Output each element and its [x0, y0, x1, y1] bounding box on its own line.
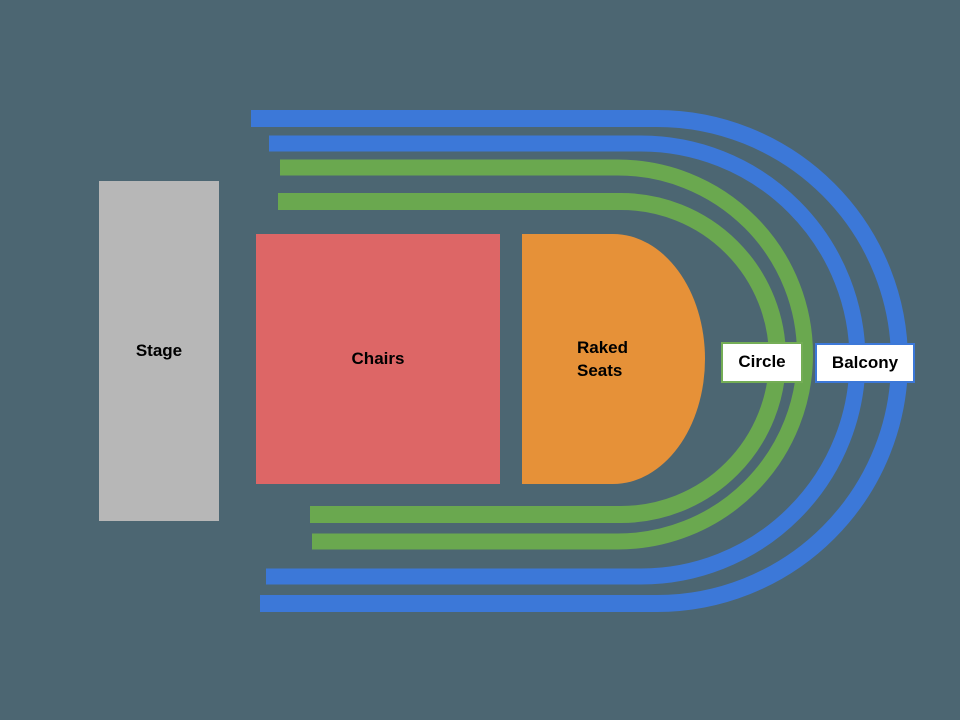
- chairs-section[interactable]: Chairs: [256, 234, 500, 484]
- chairs-label: Chairs: [351, 348, 405, 368]
- balcony-section-label-box[interactable]: Balcony: [815, 343, 915, 383]
- raked-seats-label: Raked Seats: [577, 338, 629, 380]
- stage-label: Stage: [135, 340, 183, 360]
- balcony-label: Balcony: [831, 352, 899, 372]
- raked-seats-section[interactable]: Raked Seats: [522, 234, 705, 484]
- circle-section-label-box[interactable]: Circle: [721, 342, 803, 383]
- circle-label: Circle: [738, 352, 786, 372]
- circle-outer-ring-arc[interactable]: [280, 159, 813, 550]
- stage-section: Stage: [99, 181, 219, 521]
